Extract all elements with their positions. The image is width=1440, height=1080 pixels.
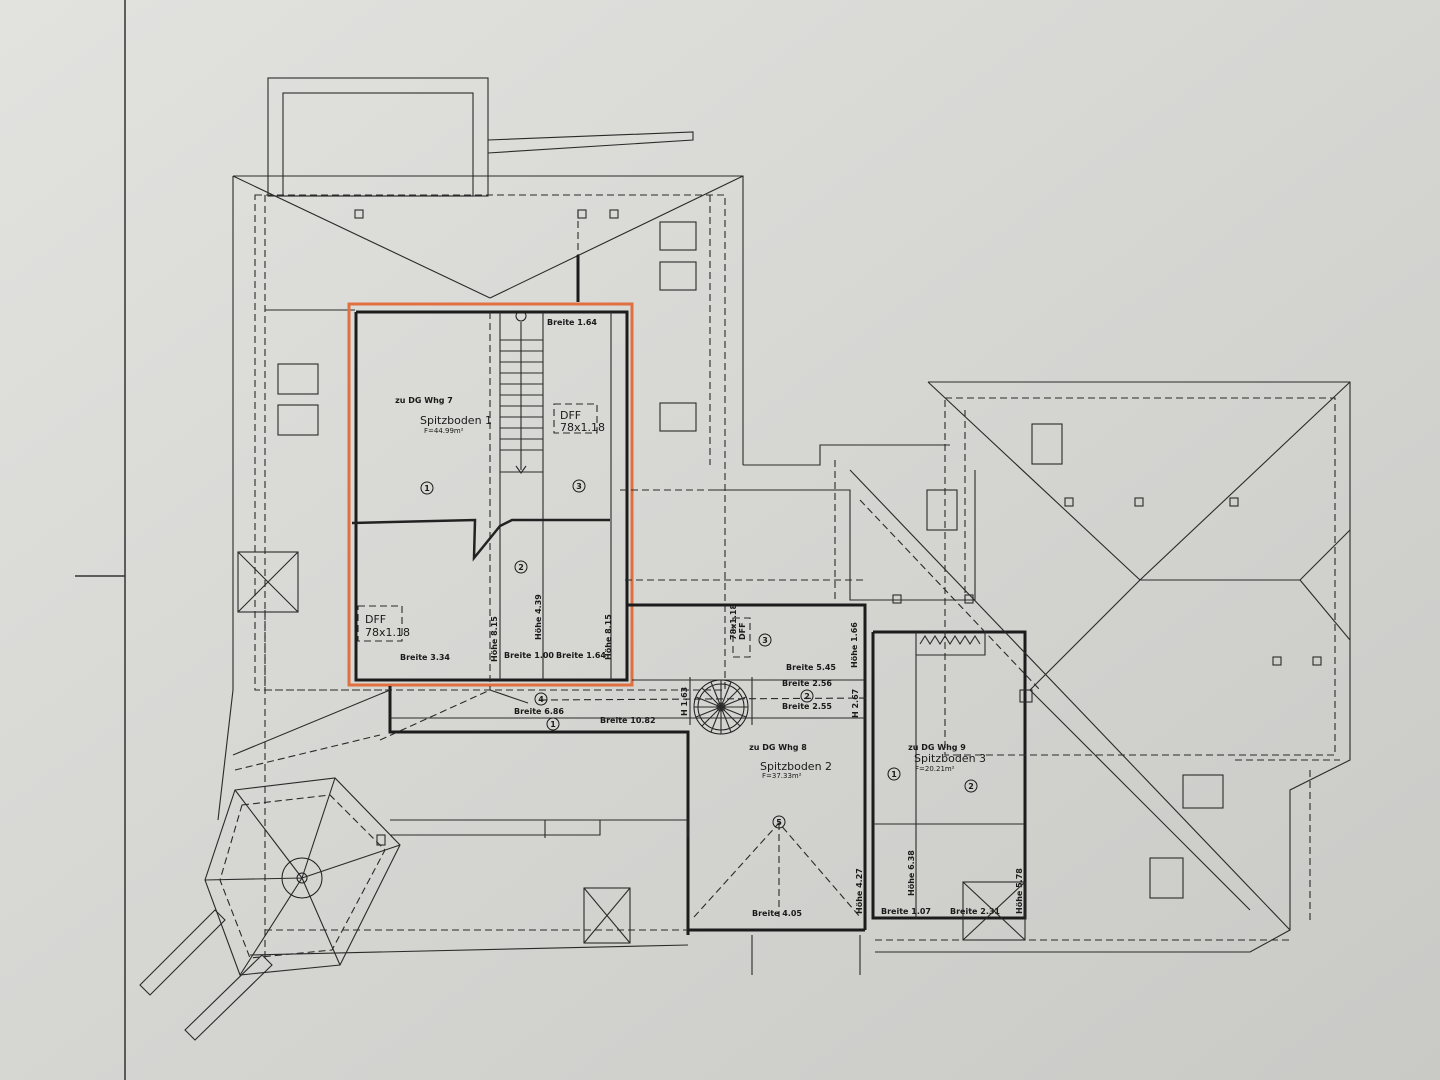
- spiral-staircase: [693, 679, 749, 735]
- unit-spitzboden-1: zu DG Whg 7 Spitzboden 1 F=44.99m² Breit…: [347, 302, 634, 690]
- corridor-skylight-size: 78x1.18: [729, 604, 738, 640]
- height-267: H 2.67: [851, 689, 860, 718]
- unit1-apartment: zu DG Whg 7: [395, 396, 453, 405]
- unit2-width: Breite 4.05: [752, 909, 802, 918]
- skylight-a-type: DFF: [560, 409, 581, 422]
- width-686: Breite 6.86: [514, 707, 564, 716]
- height-163: H 1.63: [680, 687, 689, 716]
- unit3-zone-2: 2: [968, 782, 974, 791]
- unit3-height-a: Höhe 6.38: [907, 850, 916, 896]
- height-1: Höhe 8.15: [490, 616, 499, 662]
- unit2-zone-5: 5: [776, 818, 782, 827]
- width-545: Breite 5.45: [786, 663, 836, 672]
- unit-spitzboden-3: zu DG Whg 9 Spitzboden 3 F=20.21m² 1 2 B…: [871, 630, 1027, 941]
- unit3-zone-1: 1: [891, 770, 897, 779]
- unit1-area: F=44.99m²: [424, 427, 464, 435]
- corridor-zone-4: 4: [538, 695, 544, 704]
- unit2-name: Spitzboden 2: [760, 760, 832, 773]
- unit1-name: Spitzboden 1: [420, 414, 492, 427]
- zone-3: 3: [576, 482, 582, 491]
- unit2-area: F=37.33m²: [762, 772, 802, 780]
- unit-spitzboden-2: 5 zu DG Whg 8 Spitzboden 2 F=37.33m² Bre…: [686, 743, 864, 975]
- chimney-left: [237, 551, 299, 613]
- height-3: Höhe 8.15: [604, 614, 613, 660]
- width-2: Breite 1.00: [504, 651, 554, 660]
- lower-left-roof: [232, 610, 689, 960]
- height-2: Höhe 4.39: [534, 594, 543, 640]
- width-1: Breite 3.34: [400, 653, 450, 662]
- unit3-name: Spitzboden 3: [914, 752, 986, 765]
- unit3-width-b: Breite 2.31: [950, 907, 1000, 916]
- corridor-zone-1: 1: [550, 720, 556, 729]
- zone-1: 1: [424, 484, 430, 493]
- width-256: Breite 2.56: [782, 679, 832, 688]
- zone-2: 2: [518, 563, 524, 572]
- width-255: Breite 2.55: [782, 702, 832, 711]
- unit2-apartment: zu DG Whg 8: [749, 743, 807, 752]
- unit3-apartment: zu DG Whg 9: [908, 743, 966, 752]
- right-roof-outline: [620, 381, 1351, 953]
- corridor-skylight-type: DFF: [738, 622, 747, 640]
- corridor-zone-2: 2: [804, 692, 810, 701]
- chimney-right: [962, 881, 1026, 941]
- unit3-height-b: Höhe 5.78: [1015, 868, 1024, 914]
- height-166: Höhe 1.66: [850, 622, 859, 668]
- unit3-width-a: Breite 1.07: [881, 907, 931, 916]
- unit2-height: Höhe 4.27: [855, 868, 864, 914]
- skylight-b-type: DFF: [365, 613, 386, 626]
- skylight-b-size: 78x1.18: [365, 626, 410, 639]
- staircase: [500, 310, 543, 474]
- gazebo: [139, 777, 401, 1041]
- skylight-a-size: 78x1.18: [560, 421, 605, 434]
- width-3: Breite 1.64: [556, 651, 606, 660]
- highlight-outline: [347, 302, 634, 687]
- unit3-area: F=20.21m²: [915, 765, 955, 773]
- corridor-zone-3: 3: [762, 636, 768, 645]
- drawn-divider-line: [351, 518, 610, 562]
- corridor-area: DFF 78x1.18 3 Breite 5.45 Höhe 1.66 Brei…: [379, 603, 871, 932]
- unit1-top-width: Breite 1.64: [547, 318, 597, 327]
- width-1082: Breite 10.82: [600, 716, 656, 725]
- top-balcony: [267, 77, 694, 197]
